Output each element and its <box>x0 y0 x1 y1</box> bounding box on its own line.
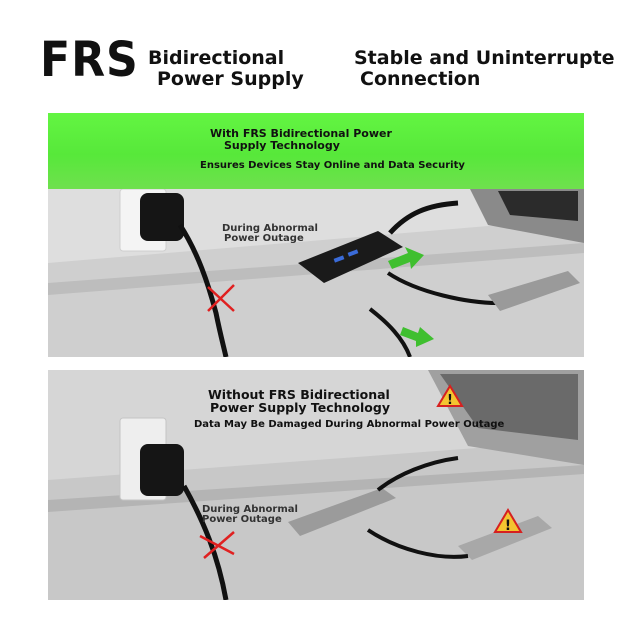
green-arrow-icon <box>400 327 434 347</box>
feature-title-line2: Power Supply <box>157 68 304 90</box>
panel-subtitle: Data May Be Damaged During Abnormal Powe… <box>194 419 505 430</box>
with-frs-panel: With FRS Bidirectional Power Supply Tech… <box>48 113 584 357</box>
panel-subtitle: Ensures Devices Stay Online and Data Sec… <box>200 160 465 171</box>
red-x-icon <box>199 531 235 559</box>
outage-label-line2: Power Outage <box>224 233 304 244</box>
highlight-band <box>48 113 584 189</box>
green-arrow-icon <box>388 247 424 269</box>
usb-hub <box>298 231 403 283</box>
red-x-icon <box>207 284 235 312</box>
feature2-title-line1: Stable and Uninterrupte <box>354 47 615 69</box>
without-frs-panel: ! ! Without FRS Bidirectional Power Supp… <box>48 370 584 600</box>
outage-label-line1: During Abnormal <box>222 223 318 234</box>
panel-title-line1: With FRS Bidirectional Power <box>210 127 392 140</box>
feature2-title-line2: Connection <box>360 68 481 90</box>
without-frs-illustration: ! ! <box>48 370 584 600</box>
feature-title-line1: Bidirectional <box>148 47 285 69</box>
usb-hub <box>288 488 396 536</box>
external-ssd <box>458 516 552 560</box>
brand-logo: FRS <box>40 32 139 88</box>
warning-triangle-icon: ! <box>436 384 464 408</box>
external-ssd <box>488 271 580 311</box>
panel-title-line2: Supply Technology <box>224 139 340 152</box>
outage-label-line1: During Abnormal <box>202 504 298 515</box>
svg-text:!: ! <box>505 518 511 534</box>
warning-triangle-icon: ! <box>493 508 523 534</box>
charger <box>140 193 184 241</box>
panel-title-line2: Power Supply Technology <box>210 400 390 415</box>
svg-text:!: ! <box>447 393 453 408</box>
outage-label-line2: Power Outage <box>202 514 282 525</box>
panel-title-line1: Without FRS Bidirectional <box>208 387 390 402</box>
charger <box>140 444 184 496</box>
